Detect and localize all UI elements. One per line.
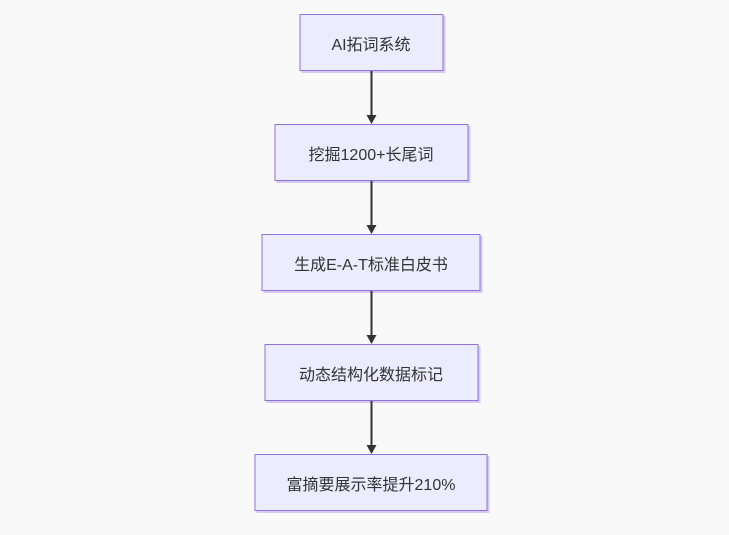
flow-node-label: 挖掘1200+长尾词 bbox=[308, 146, 434, 164]
arrow-line bbox=[370, 291, 372, 335]
flow-arrow-2 bbox=[366, 181, 376, 234]
arrow-line bbox=[370, 401, 372, 445]
flow-node-label: 动态结构化数据标记 bbox=[298, 366, 443, 384]
arrow-line bbox=[370, 181, 372, 225]
flow-node-rich-snippet-result: 富摘要展示率提升210% bbox=[254, 454, 488, 511]
flow-node-label: AI拓词系统 bbox=[331, 36, 411, 54]
flow-node-ai-expansion: AI拓词系统 bbox=[299, 14, 443, 71]
arrow-head-icon bbox=[366, 445, 376, 454]
flow-node-label: 生成E-A-T标准白皮书 bbox=[294, 256, 448, 274]
flow-node-structured-data: 动态结构化数据标记 bbox=[264, 344, 478, 401]
arrow-head-icon bbox=[366, 115, 376, 124]
flow-arrow-3 bbox=[366, 291, 376, 344]
flowchart: AI拓词系统 挖掘1200+长尾词 生成E-A-T标准白皮书 动态结构化数据标记 bbox=[254, 14, 488, 511]
flow-node-longtail-mining: 挖掘1200+长尾词 bbox=[274, 124, 468, 181]
arrow-head-icon bbox=[366, 225, 376, 234]
flow-node-label: 富摘要展示率提升210% bbox=[286, 476, 456, 494]
flow-arrow-4 bbox=[366, 401, 376, 454]
flow-arrow-1 bbox=[366, 71, 376, 124]
arrow-head-icon bbox=[366, 335, 376, 344]
arrow-line bbox=[370, 71, 372, 115]
flow-node-eat-whitepaper: 生成E-A-T标准白皮书 bbox=[261, 234, 481, 291]
